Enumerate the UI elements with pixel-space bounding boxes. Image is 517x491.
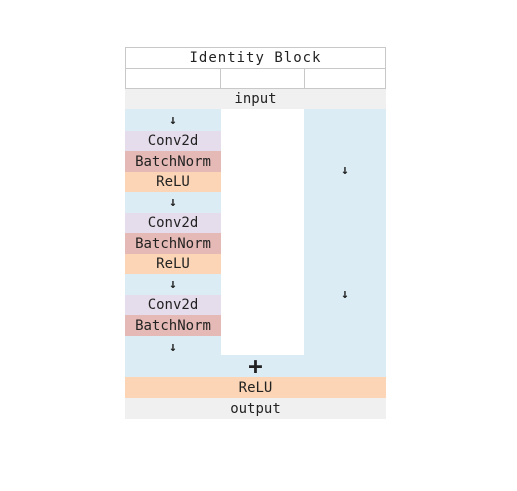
relu-layer-2: ReLU — [125, 254, 221, 274]
conv2d-layer-2: Conv2d — [125, 213, 221, 233]
main-arrow-3: ↓ — [169, 277, 177, 292]
header-cell-right — [304, 68, 386, 89]
main-arrow-2: ↓ — [169, 195, 177, 210]
identity-block-diagram: Identity Block input ↓ Conv2d BatchNorm … — [125, 47, 386, 419]
main-arrow-1: ↓ — [169, 112, 177, 128]
relu-layer-1: ReLU — [125, 172, 221, 192]
gap-between-paths — [221, 109, 304, 355]
batchnorm-layer-1: BatchNorm — [125, 151, 221, 172]
skip-arrow-2: ↓ — [341, 286, 349, 302]
conv2d-layer-3: Conv2d — [125, 295, 221, 315]
batchnorm-layer-2: BatchNorm — [125, 233, 221, 254]
batchnorm-layer-3: BatchNorm — [125, 315, 221, 336]
output-node: output — [125, 398, 386, 419]
header-cell-middle — [220, 68, 305, 89]
skip-arrow-1: ↓ — [341, 162, 349, 178]
final-relu-layer: ReLU — [125, 377, 386, 398]
conv2d-layer-1: Conv2d — [125, 131, 221, 151]
main-arrow-4: ↓ — [169, 339, 177, 355]
addition-node: + — [248, 352, 263, 380]
header-cell-left — [125, 68, 221, 89]
diagram-title: Identity Block — [125, 47, 386, 69]
input-node: input — [125, 89, 386, 109]
